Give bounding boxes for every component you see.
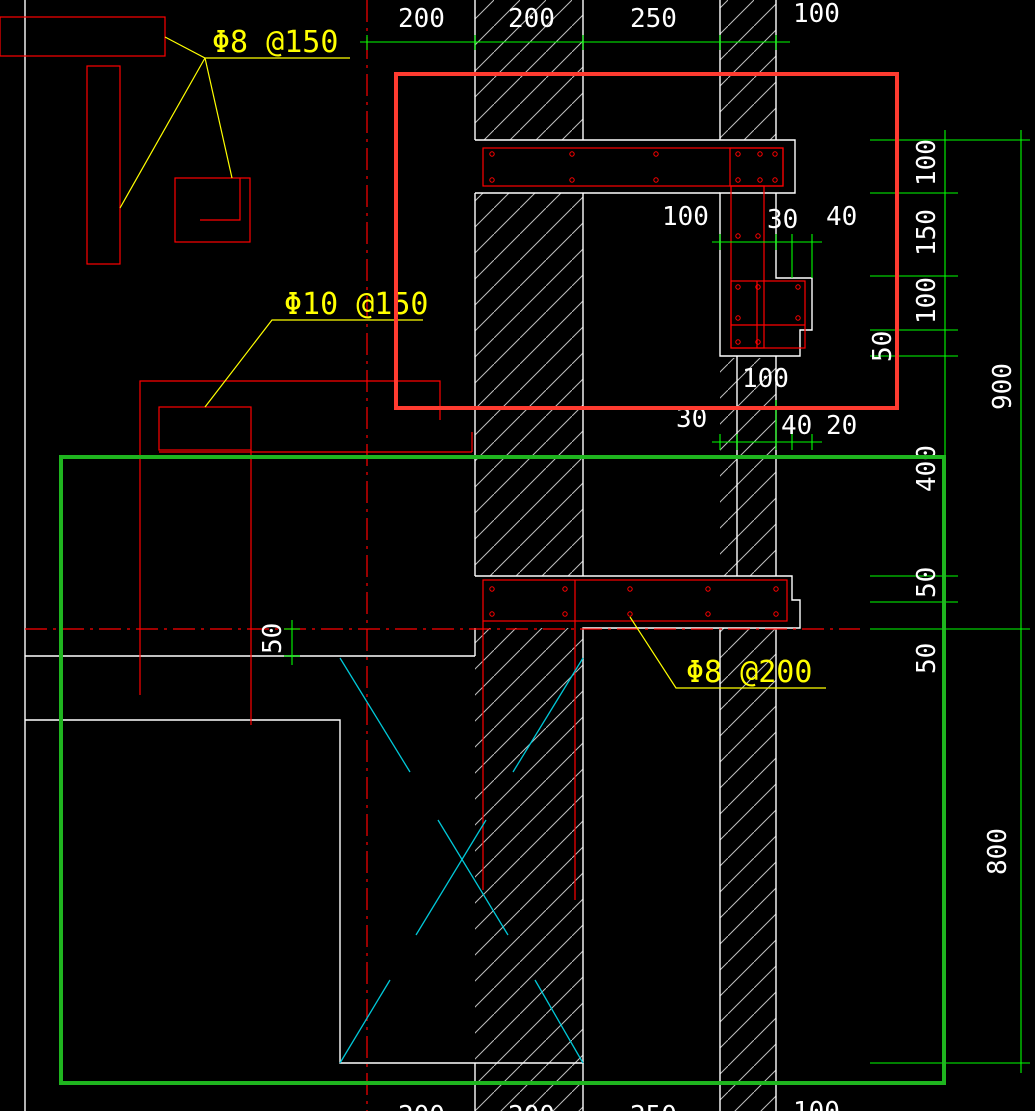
rebar-elements	[0, 16, 806, 900]
highlight-box-red	[394, 72, 899, 410]
opening-cross	[339, 657, 584, 1064]
bottom-dim-4: 100	[793, 1097, 840, 1111]
wall-outlines	[24, 0, 813, 1111]
detail-dim-100-a: 100	[662, 202, 709, 232]
top-dim-2: 200	[508, 4, 555, 34]
right-dim-50-b: 50	[912, 567, 942, 598]
detail-dim-30-a: 30	[767, 205, 798, 235]
bottom-dim-2: 200	[508, 1101, 555, 1111]
hatch-mask-slab	[475, 576, 800, 628]
top-dim-4: 100	[793, 0, 840, 29]
right-dim-100: 100	[912, 139, 942, 186]
rebar-label-phi10-150: Φ10 @150	[284, 287, 429, 322]
right-dim-400: 400	[912, 445, 942, 492]
hatch-mask-top	[475, 140, 795, 193]
right-dim-150: 150	[912, 209, 942, 256]
hatch-mask-hook	[720, 193, 810, 358]
rebar-dots	[489, 151, 801, 617]
right-dim-900: 900	[988, 363, 1018, 410]
rebar-label-phi8-200: Φ8 @200	[686, 655, 812, 690]
right-dim-50: 50	[868, 331, 898, 362]
label-leaders	[119, 36, 826, 689]
detail-dim-40-b: 40	[781, 411, 812, 441]
detail-dim-40-a: 40	[826, 202, 857, 232]
rebar-label-phi8-150: Φ8 @150	[212, 25, 338, 60]
bottom-dim-3: 250	[630, 1101, 677, 1111]
top-dim-1: 200	[398, 4, 445, 34]
detail-dim-50-left: 50	[258, 623, 288, 654]
detail-dim-20: 20	[826, 411, 857, 441]
right-dim-50-c: 50	[912, 643, 942, 674]
top-dim-3: 250	[630, 4, 677, 34]
bottom-dim-1: 200	[398, 1101, 445, 1111]
detail-dim-100-b: 100	[742, 364, 789, 394]
right-dim-100-b: 100	[912, 277, 942, 324]
highlight-box-green	[59, 455, 946, 1085]
right-dim-800: 800	[983, 828, 1013, 875]
